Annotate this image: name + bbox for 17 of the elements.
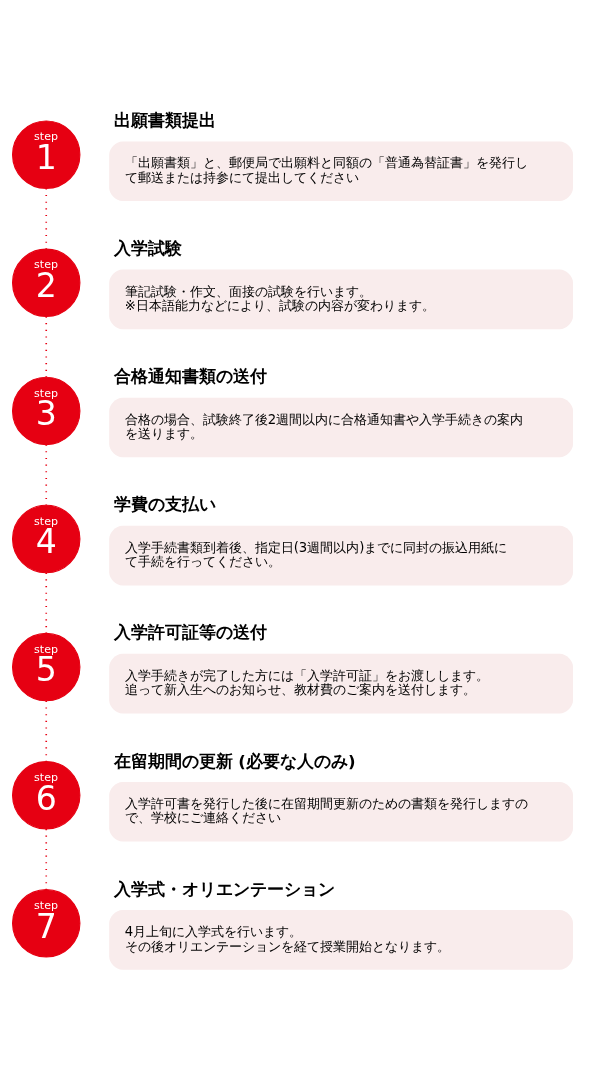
node-circle: step 5 bbox=[12, 632, 81, 702]
node-circle: step 1 bbox=[12, 120, 81, 189]
connector bbox=[45, 700, 48, 763]
node-label: 入学試験 bbox=[113, 239, 182, 259]
node-label: 在留期間の更新 (必要な人のみ) bbox=[113, 751, 356, 771]
node-circle: step 6 bbox=[12, 761, 81, 830]
node-circle: step 3 bbox=[12, 376, 81, 446]
connector bbox=[45, 828, 48, 891]
node-circle: step 4 bbox=[12, 504, 81, 574]
node-label: 入学許可証等の送付 bbox=[113, 623, 267, 643]
node-circle: step 7 bbox=[12, 889, 81, 958]
connector bbox=[45, 315, 48, 378]
node-label: 学費の支払い bbox=[113, 495, 216, 515]
node-label: 出願書類提出 bbox=[113, 110, 216, 130]
node-circle: step 2 bbox=[12, 248, 81, 317]
node-label: 合格通知書類の送付 bbox=[113, 367, 267, 387]
node-label: 入学式・オリエンテーション bbox=[113, 879, 335, 899]
